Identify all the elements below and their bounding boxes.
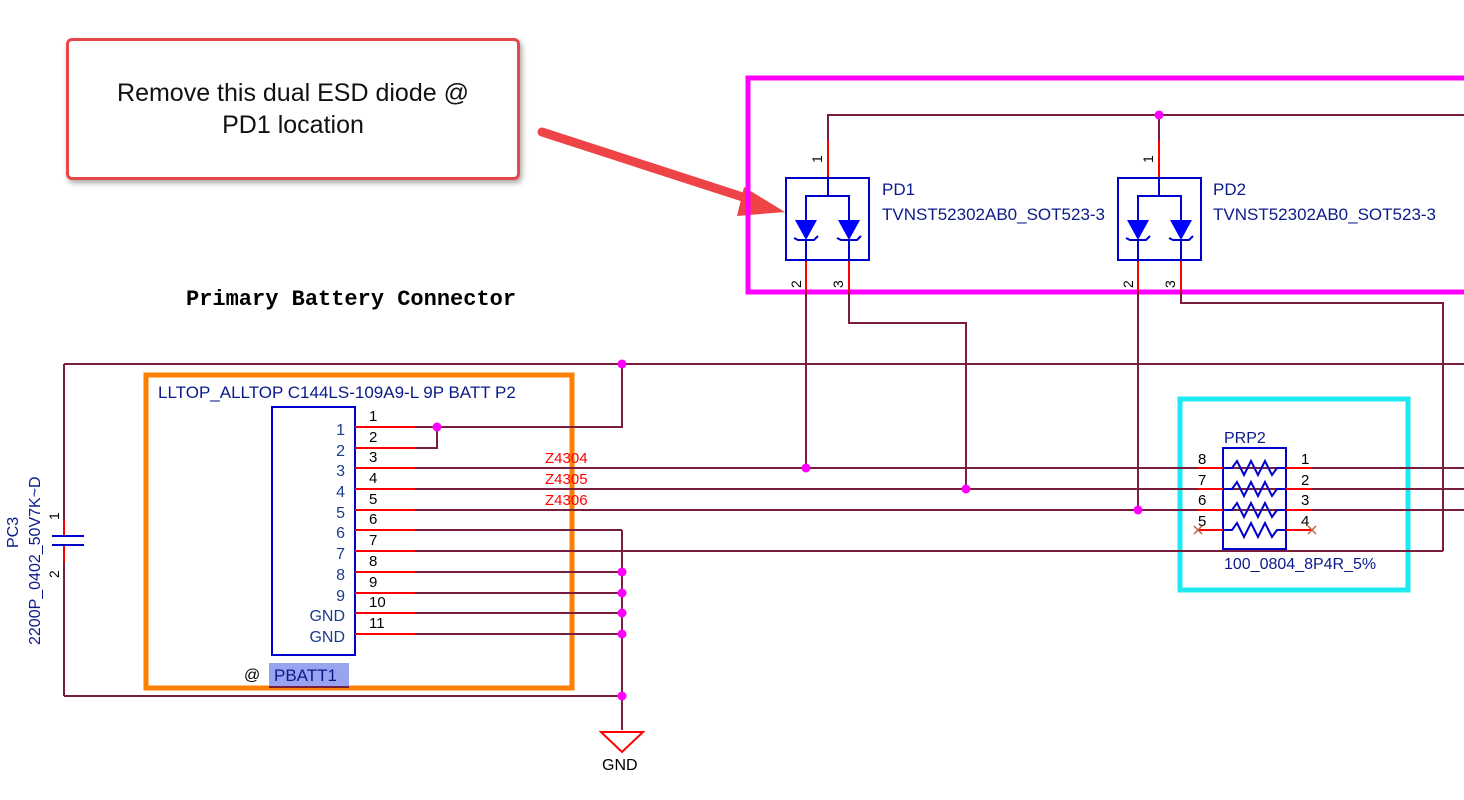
connector-inner-pin: 8 [336, 567, 345, 584]
prp2-body [1222, 447, 1287, 550]
gnd-label: GND [602, 757, 638, 774]
pd1-pin3: 3 [830, 280, 846, 288]
connector-inner-pin: 5 [336, 505, 345, 522]
pc3-pin1: 1 [46, 512, 62, 520]
junction [1133, 505, 1143, 515]
prp2-left-pin: 5 [1198, 513, 1206, 530]
net-label-z4306: Z4306 [545, 492, 588, 509]
connector-inner-pin: 7 [336, 546, 345, 563]
prp2-left-pin: 6 [1198, 492, 1206, 509]
esd-highlight-box [745, 75, 1464, 295]
pd2-refdes: PD2 [1213, 180, 1246, 199]
pd1-part: TVNST52302AB0_SOT523-3 [882, 205, 1105, 224]
junction [617, 608, 627, 618]
pc3-refdes: PC3 [5, 517, 22, 548]
prp2-left-pin: 8 [1198, 451, 1206, 468]
connector-inner-pin: 9 [336, 588, 345, 605]
junction [617, 691, 627, 701]
wire-pd1-pin3 [848, 292, 967, 489]
connector-outer-pin: 4 [369, 470, 377, 487]
connector-outer-pin: 10 [369, 594, 386, 611]
refdes-highlight [269, 663, 349, 687]
resistor-network-prp2: PRP2 8 7 6 5 1 2 3 [1193, 430, 1376, 573]
net-label-z4304: Z4304 [545, 450, 588, 467]
connector-outer-pin: 9 [369, 574, 377, 591]
connector-inner-pin: GND [309, 629, 345, 646]
connector-outer-pin: 6 [369, 511, 377, 528]
junction [617, 359, 627, 369]
connector-outer-pin: 5 [369, 491, 377, 508]
connector-highlight-box [143, 372, 575, 691]
refdes-prefix: @ [244, 667, 260, 684]
prp2-right-pin: 2 [1301, 472, 1309, 489]
pd1-pin1: 1 [809, 155, 825, 163]
pd1-pin2: 2 [788, 280, 804, 288]
prp2-left-pin: 7 [1198, 472, 1206, 489]
ground-symbol: GND [598, 731, 646, 774]
prp2-value: 100_0804_8P4R_5% [1224, 556, 1376, 573]
capacitor-pc3: 1 2 PC3 2200P_0402_50V7K~D [5, 476, 84, 645]
junctions [432, 110, 1164, 701]
no-connect-marks [1193, 525, 1317, 535]
prp2-right-pin: 3 [1301, 492, 1309, 509]
prp2-right-pin: 4 [1301, 513, 1309, 530]
pd2-pin2: 2 [1120, 280, 1136, 288]
junction [961, 484, 971, 494]
resistor-highlight-box [1177, 396, 1411, 593]
connector-title: LLTOP_ALLTOP C144LS-109A9-L 9P BATT P2 [158, 383, 516, 402]
prp2-refdes: PRP2 [1224, 430, 1266, 447]
connector-outer-pin: 8 [369, 553, 377, 570]
junction [801, 463, 811, 473]
connector-outer-pin: 7 [369, 532, 377, 549]
connector-inner-pin: 4 [336, 484, 345, 501]
connector-inner-pin: GND [309, 608, 345, 625]
connector-outer-pin: 1 [369, 408, 377, 425]
refdes-label: PBATT1 [274, 666, 337, 685]
connector-outer-pin: 11 [369, 615, 385, 632]
wire-pd-top-bus [827, 114, 1464, 178]
pd1-refdes: PD1 [882, 180, 915, 199]
net-label-z4305: Z4305 [545, 471, 588, 488]
pd2-part: TVNST52302AB0_SOT523-3 [1213, 205, 1436, 224]
diode-pd2: 1 2 3 PD2 TVNST52302AB0_SOT523-3 [1117, 140, 1436, 292]
pc3-value: 2200P_0402_50V7K~D [27, 476, 44, 645]
pd2-pin1: 1 [1140, 155, 1156, 163]
junction [1154, 110, 1164, 120]
junction [432, 422, 442, 432]
wire-pin2-to-pin1 [415, 427, 438, 449]
connector-inner-pin: 3 [336, 463, 345, 480]
connector-outer-pin: 2 [369, 429, 377, 446]
junction [617, 629, 627, 639]
wire-pd2-pin3 [1180, 292, 1444, 551]
wire-pin1-to-bus [415, 364, 623, 428]
connector-inner-pin: 2 [336, 443, 345, 460]
junction [617, 588, 627, 598]
pc3-pin2: 2 [46, 570, 62, 578]
connector-pin-lines [355, 426, 415, 635]
annotation-callout: Remove this dual ESD diode @ PD1 locatio… [66, 38, 520, 180]
connector-outer-pin: 3 [369, 449, 377, 466]
connector-pbatt1: LLTOP_ALLTOP C144LS-109A9-L 9P BATT P2 1… [158, 383, 516, 688]
callout-text: Remove this dual ESD diode @ PD1 locatio… [117, 79, 469, 139]
connector-inner-pin: 1 [336, 422, 345, 439]
pd2-pin3: 3 [1162, 280, 1178, 288]
diode-pd1: 1 2 3 PD1 TVNST52302AB0_SOT523-3 [785, 140, 1105, 292]
junction [617, 567, 627, 577]
connector-inner-pin: 6 [336, 525, 345, 542]
section-title: Primary Battery Connector [186, 287, 516, 312]
prp2-right-pin: 1 [1301, 451, 1309, 468]
